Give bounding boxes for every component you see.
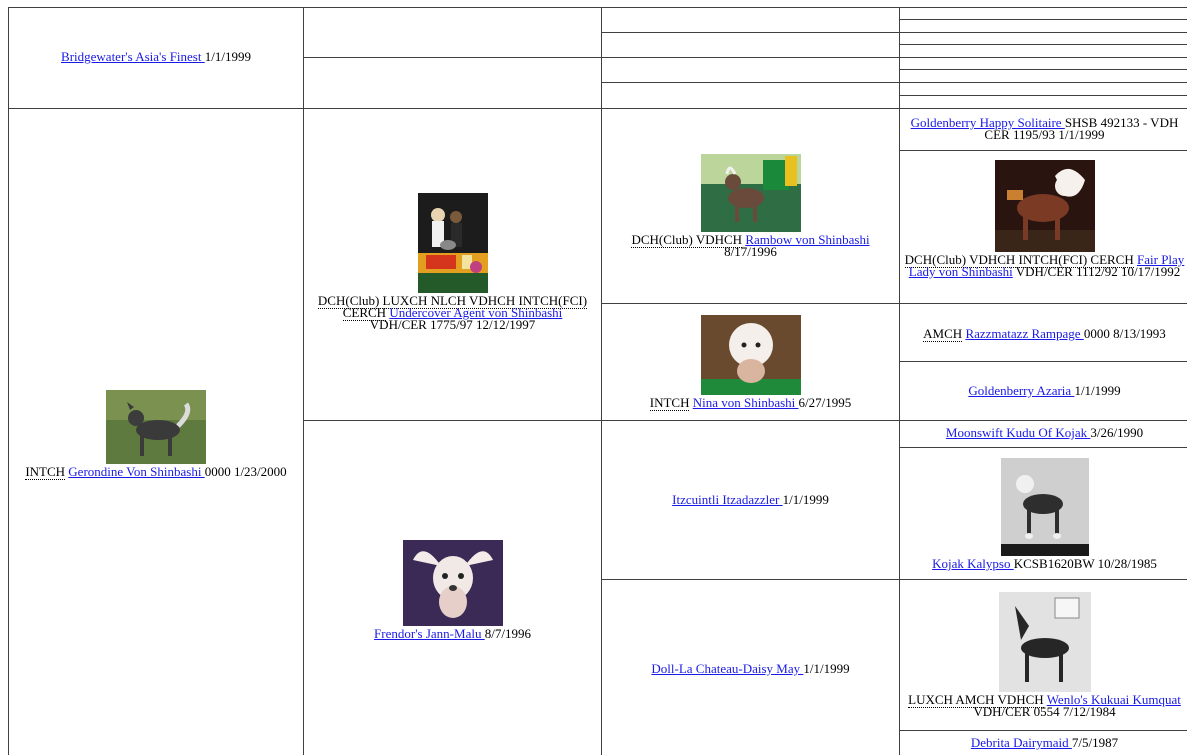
pedigree-cell-nina: INTCH Nina von Shinbashi 6/27/1995 xyxy=(602,315,899,411)
subject-title: INTCH xyxy=(25,464,66,480)
undercover-agent-info: VDH/CER 1775/97 12/12/1997 xyxy=(369,317,536,332)
wenlos-kukuai-photo[interactable] xyxy=(998,592,1091,692)
razzmatazz-link[interactable]: Razzmatazz Rampage xyxy=(965,326,1084,341)
subject-link[interactable]: Gerondine Von Shinbashi xyxy=(68,464,205,479)
pedigree-cell-kojak-kalypso: Kojak Kalypso KCSB1620BW 10/28/1985 xyxy=(902,458,1187,570)
pedigree-cell-razzmatazz: AMCH Razzmatazz Rampage 0000 8/13/1993 xyxy=(902,326,1187,342)
itzcuintli-link[interactable]: Itzcuintli Itzadazzler xyxy=(672,492,783,507)
kojak-kalypso-info: KCSB1620BW 10/28/1985 xyxy=(1013,556,1157,571)
pedigree-cell-fair-play-lady: DCH(Club) VDHCH INTCH(FCI) CERCH Fair Pl… xyxy=(902,160,1187,278)
pedigree-cell-moonswift: Moonswift Kudu Of Kojak 3/26/1990 xyxy=(902,425,1187,440)
pedigree-cell-subject: INTCH Gerondine Von Shinbashi 0000 1/23/… xyxy=(9,390,303,480)
rambow-photo[interactable] xyxy=(700,154,801,232)
debrita-link[interactable]: Debrita Dairymaid xyxy=(970,735,1072,750)
sire-link[interactable]: Bridgewater's Asia's Finest xyxy=(61,49,205,64)
undercover-agent-title: DCH(Club) LUXCH NLCH VDHCH INTCH(FCI) CE… xyxy=(317,293,588,321)
undercover-agent-photo[interactable] xyxy=(417,193,488,293)
nina-photo[interactable] xyxy=(700,315,801,395)
frendors-jann-malu-link[interactable]: Frendor's Jann-Malu xyxy=(374,626,485,641)
pedigree-cell-sire-of-dam: DCH(Club) LUXCH NLCH VDHCH INTCH(FCI) CE… xyxy=(304,193,601,331)
kojak-kalypso-photo[interactable] xyxy=(1000,458,1089,556)
wenlos-kukuai-info: VDH/CER 0554 7/12/1984 xyxy=(973,704,1116,718)
wenlos-kukuai-title: LUXCH AMCH VDHCH xyxy=(908,692,1044,708)
fair-play-lady-link[interactable]: Fair Play Lady von Shinbashi xyxy=(908,252,1185,279)
pedigree-cell-goldenberry-azaria: Goldenberry Azaria 1/1/1999 xyxy=(902,383,1187,398)
debrita-date: 7/5/1987 xyxy=(1071,735,1119,750)
nina-title: INTCH xyxy=(649,395,690,411)
fair-play-lady-photo[interactable] xyxy=(994,160,1095,252)
itzcuintli-date: 1/1/1999 xyxy=(782,492,829,507)
nina-date: 6/27/1995 xyxy=(798,395,852,410)
rambow-date: 8/17/1996 xyxy=(724,244,777,259)
subject-dog-photo[interactable] xyxy=(106,390,206,464)
frendors-jann-malu-photo[interactable] xyxy=(402,540,503,626)
frendors-jann-malu-date: 8/7/1996 xyxy=(484,626,531,641)
pedigree-cell-debrita: Debrita Dairymaid 7/5/1987 xyxy=(902,735,1187,750)
fair-play-lady-info: VDH/CER 1112/92 10/17/1992 xyxy=(1012,264,1181,279)
fair-play-lady-title: DCH(Club) VDHCH INTCH(FCI) CERCH xyxy=(904,252,1134,268)
doll-la-link[interactable]: Doll-La Chateau-Daisy May xyxy=(651,661,804,676)
pedigree-cell-doll-la: Doll-La Chateau-Daisy May 1/1/1999 xyxy=(602,661,899,676)
goldenberry-happy-info: SHSB 492133 - VDH CER 1195/93 1/1/1999 xyxy=(984,115,1179,142)
pedigree-cell-wenlos-kukuai: LUXCH AMCH VDHCH Wenlo's Kukuai Kumquat … xyxy=(902,592,1187,718)
undercover-agent-link[interactable]: Undercover Agent von Shinbashi xyxy=(389,305,563,320)
moonswift-date: 3/26/1990 xyxy=(1090,425,1144,440)
pedigree-cell-sire: Bridgewater's Asia's Finest 1/1/1999 xyxy=(9,49,303,64)
kojak-kalypso-link[interactable]: Kojak Kalypso xyxy=(932,556,1014,571)
wenlos-kukuai-link[interactable]: Wenlo's Kukuai Kumquat xyxy=(1046,692,1181,707)
pedigree-cell-itzcuintli: Itzcuintli Itzadazzler 1/1/1999 xyxy=(602,492,899,507)
rambow-link[interactable]: Rambow von Shinbashi xyxy=(745,232,870,247)
nina-link[interactable]: Nina von Shinbashi xyxy=(692,395,799,410)
goldenberry-happy-link[interactable]: Goldenberry Happy Solitaire xyxy=(910,115,1065,130)
rambow-title: DCH(Club) VDHCH xyxy=(631,232,743,248)
goldenberry-azaria-date: 1/1/1999 xyxy=(1074,383,1121,398)
razzmatazz-title: AMCH xyxy=(923,326,963,342)
subject-info: 0000 1/23/2000 xyxy=(204,464,287,479)
pedigree-cell-rambow: DCH(Club) VDHCH Rambow von Shinbashi 8/1… xyxy=(602,154,899,258)
pedigree-cell-goldenberry-happy: Goldenberry Happy Solitaire SHSB 492133 … xyxy=(902,115,1187,142)
pedigree-cell-dam-of-dam: Frendor's Jann-Malu 8/7/1996 xyxy=(304,540,601,640)
sire-date: 1/1/1999 xyxy=(204,49,251,64)
razzmatazz-info: 0000 8/13/1993 xyxy=(1083,326,1166,341)
moonswift-link[interactable]: Moonswift Kudu Of Kojak xyxy=(945,425,1091,440)
doll-la-date: 1/1/1999 xyxy=(803,661,850,676)
goldenberry-azaria-link[interactable]: Goldenberry Azaria xyxy=(968,383,1075,398)
